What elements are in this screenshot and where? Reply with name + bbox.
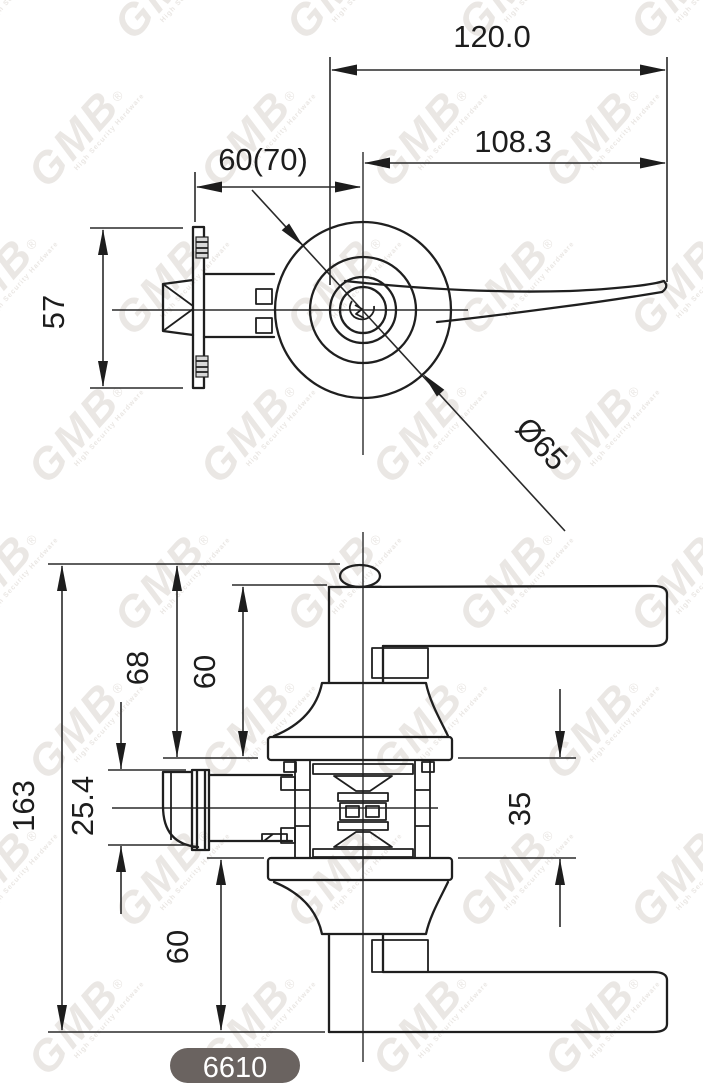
dim-upper-lever-height-label: 60 [187,655,222,689]
deadlatch-plunger [261,833,288,842]
latch-bolt-top-view [161,278,195,337]
upper-lever [327,584,669,648]
arrowhead [216,1005,226,1031]
dim-lever-length-label: 108.3 [474,124,552,159]
screw-hatch [196,241,208,254]
spindle-detail [354,304,365,319]
arrowhead [98,361,108,387]
model-code-label: 6610 [203,1052,268,1084]
upper-rose-flange [266,735,454,762]
arrowhead [196,181,222,193]
dim-total-height-label: 163 [6,780,41,832]
spindle-block [339,802,387,821]
lever-top-view [343,279,668,324]
lower-lever [327,970,669,1034]
latch-bevel [162,283,194,332]
spring-washer [333,831,393,848]
arrowhead [116,743,126,769]
faceplate-top-view [191,225,206,390]
arrowhead [216,859,226,885]
faceplate-front-view [190,768,211,852]
rose-outer-circle [273,220,453,400]
arrowhead [640,64,666,76]
spindle-detail [348,300,375,321]
chassis-notches [295,789,430,827]
upper-lever-boss [371,647,429,679]
dim-line-rose-diameter [251,189,566,532]
chassis-plate [337,792,389,802]
arrowhead [423,374,445,397]
model-code-pill [170,1048,300,1083]
upper-neck [327,585,385,685]
latch-tube [202,272,276,339]
lower-neck [327,932,385,1034]
dim-body-height-label: 35 [502,792,537,826]
arrowhead [640,157,666,169]
arrowhead [116,846,126,872]
chassis-plate [312,763,414,775]
arrowhead [555,859,565,885]
lower-rose-flange [266,856,454,882]
dim-overall-length-label: 120.0 [453,19,531,54]
arrowhead [172,731,182,757]
model-code-badge: 6610 [170,1048,300,1084]
arrowhead [331,64,357,76]
chassis-plate [337,821,389,831]
arrowhead [172,565,182,591]
dim-lower-lever-height-label: 60 [160,930,195,964]
arrowhead [98,229,108,255]
tube-lug [255,288,273,305]
spindle-circle [338,285,388,335]
hub-circle [328,275,398,345]
chassis-column [294,759,311,859]
top-view: 120.0 108.3 60(70) 57 Ø65 [36,19,668,532]
chassis-tab [280,827,296,844]
catch-pin [338,563,382,589]
arrowhead [555,731,565,757]
spindle-slot [345,805,360,818]
dim-rose-diameter-label: Ø65 [509,410,575,477]
latch-bolt-front-view [161,770,200,849]
arrowhead [57,1005,67,1031]
dim-upper-height-label: 68 [120,651,155,685]
lower-lever-boss [371,939,429,973]
upper-rose-bell [272,681,450,738]
chassis-column [414,759,431,859]
arrowhead [364,157,390,169]
chassis-block [421,761,435,773]
arrowhead [238,731,248,757]
rose-inner-circle [308,255,418,365]
front-view: 163 68 60 25.4 [6,532,669,1062]
dim-backset-label: 60(70) [218,142,308,177]
arrowhead [57,565,67,591]
spring-washer [333,775,393,792]
dim-faceplate-height-label: 57 [36,295,71,329]
dim-latch-height-label: 25.4 [65,776,100,836]
tube-lug [255,317,273,334]
chassis-block [283,761,297,773]
chassis-tab [280,776,296,791]
arrowhead [335,181,361,193]
arrowhead [238,586,248,612]
arrowhead [281,223,303,246]
lower-rose-bell [272,880,450,936]
screw-hatch [196,360,208,373]
spindle-slot [365,805,380,818]
